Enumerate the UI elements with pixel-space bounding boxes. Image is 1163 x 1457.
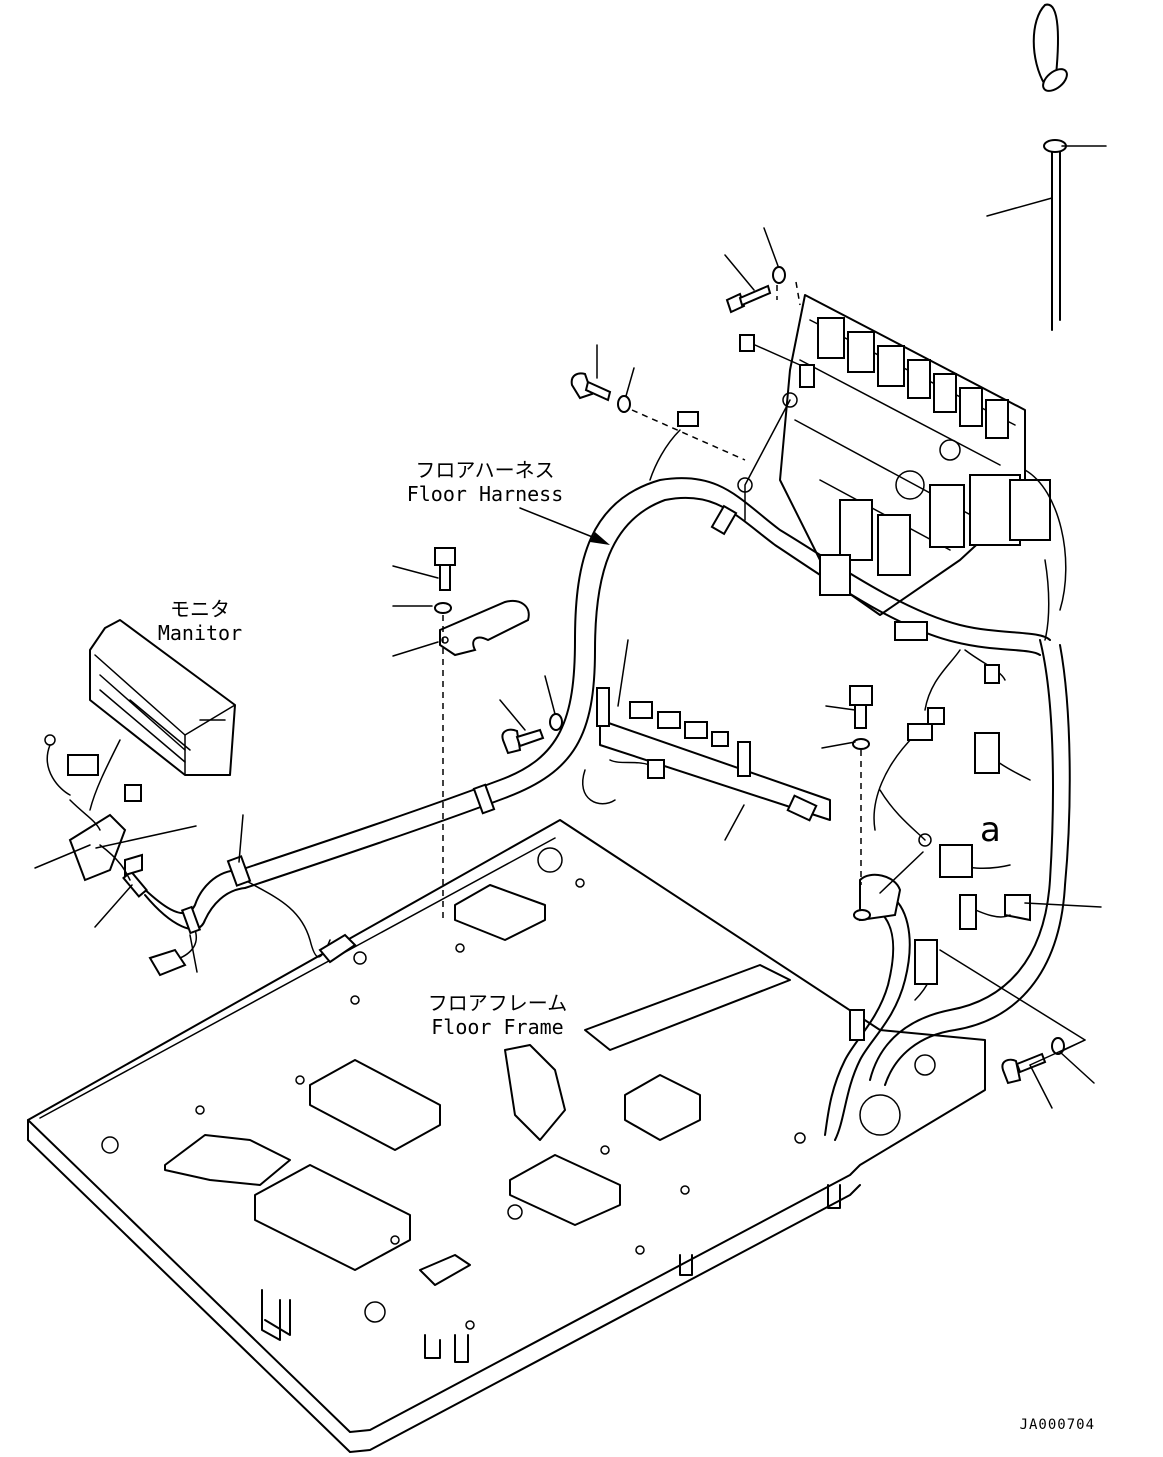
floor-frame-label-jp: フロアフレーム: [427, 991, 568, 1015]
floor-harness-label-en: Floor Harness: [406, 482, 564, 506]
monitor-label-en: Manitor: [157, 621, 243, 645]
floor-frame-plate: [27, 819, 986, 1453]
floor-harness-label-jp: フロアハーネス: [415, 458, 555, 482]
floor-frame-label-en: Floor Frame: [431, 1015, 564, 1039]
floor-harness-label: フロアハーネス Floor Harness: [390, 458, 580, 506]
floor-frame-label: フロアフレーム Floor Frame: [410, 991, 585, 1039]
antenna: [1032, 3, 1068, 331]
drawing-code: JA000704: [1019, 1417, 1095, 1433]
floor-harness-cable: [122, 477, 1071, 1141]
monitor-label: モニタ Manitor: [140, 597, 260, 645]
monitor-unit: [44, 619, 236, 882]
fasteners: [434, 266, 1065, 1085]
monitor-label-jp: モニタ: [170, 597, 230, 621]
leader-lines: [34, 145, 1107, 1109]
detail-reference-a: a: [980, 810, 1001, 850]
relay-box-assembly: [649, 294, 1067, 641]
branch-connectors: [582, 649, 1031, 1041]
